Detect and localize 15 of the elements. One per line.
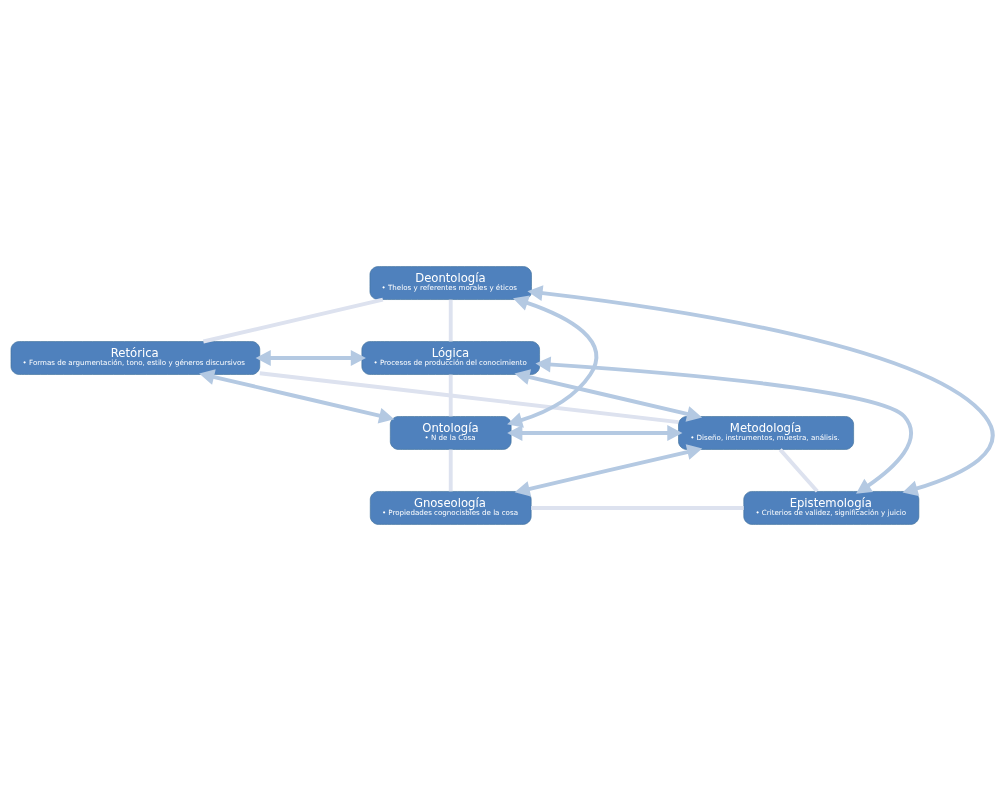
connector — [448, 299, 453, 342]
arrow — [199, 369, 395, 424]
connector — [259, 371, 679, 425]
arrow — [514, 369, 703, 422]
connector — [448, 374, 453, 417]
arrow — [535, 356, 913, 494]
connector — [778, 448, 819, 493]
arrow — [507, 295, 599, 428]
connector — [202, 297, 384, 344]
arrow — [514, 444, 703, 497]
arrow — [527, 285, 995, 497]
connector — [448, 449, 453, 492]
arrow — [255, 350, 366, 366]
arrow — [507, 425, 683, 441]
connector — [531, 506, 744, 510]
